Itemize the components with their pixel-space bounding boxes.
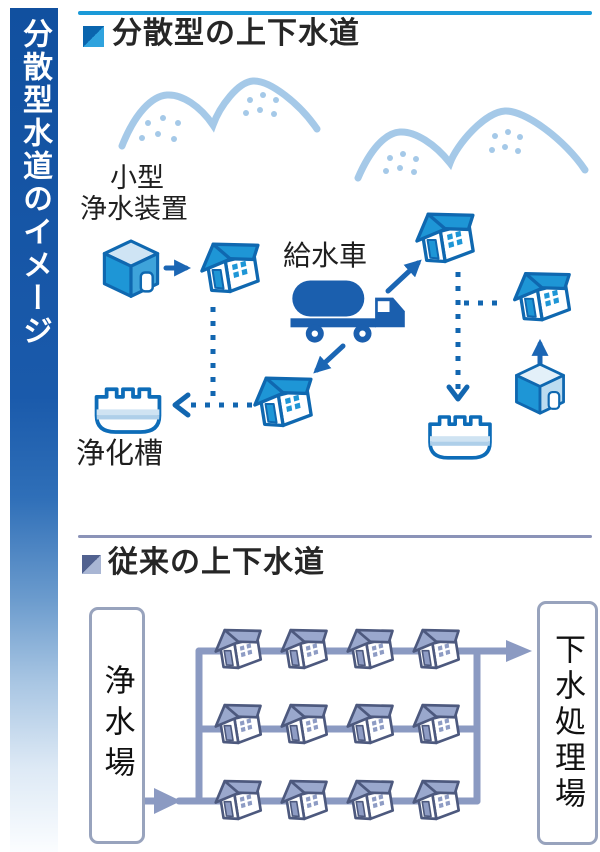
sidebar-title-bar: 分散型水道のイメージ [10,8,58,852]
purifier-label: 小型 浄水装置 [80,163,188,225]
section-bullet-icon [82,555,101,574]
house-icon [339,614,403,673]
house-icon [273,689,337,748]
septic-tank-icon [84,370,172,440]
house-icon [273,765,337,824]
bottom-section-header: 従来の上下水道 [108,546,325,579]
septic-tank-label: 浄化槽 [76,438,164,470]
house-icon [405,765,469,824]
house-icon [207,689,271,748]
purifier-cube-icon [508,358,572,420]
house-icon [191,224,271,298]
bottom-section-rule [78,535,592,538]
water-truck-label: 給水車 [283,240,368,271]
house-icon [207,765,271,824]
conventional-houses-grid [206,606,470,832]
purifier-label-line2: 浄水装置 [80,194,188,225]
house-icon [405,614,469,673]
sewage-treatment-plant-label: 下水処理場 [550,633,585,813]
water-purification-plant-box: 浄水場 [89,607,145,844]
water-truck-icon [289,276,409,348]
top-section-rule [78,11,592,15]
house-icon [504,254,582,326]
house-icon [273,614,337,673]
purifier-cube-icon [94,234,168,304]
house-icon [339,765,403,824]
page-title: 分散型水道のイメージ [18,18,51,348]
house-icon [244,358,324,432]
septic-tank-icon [416,399,504,465]
water-purification-plant-label: 浄水場 [99,664,135,787]
purifier-label-line1: 小型 [110,163,164,193]
mountains-icon [118,77,589,182]
house-icon [405,689,469,748]
sewage-treatment-plant-box: 下水処理場 [537,601,598,845]
section-bullet-icon [83,26,104,47]
house-icon [406,194,486,268]
top-section-header: 分散型の上下水道 [112,17,360,50]
house-icon [207,614,271,673]
house-icon [339,689,403,748]
